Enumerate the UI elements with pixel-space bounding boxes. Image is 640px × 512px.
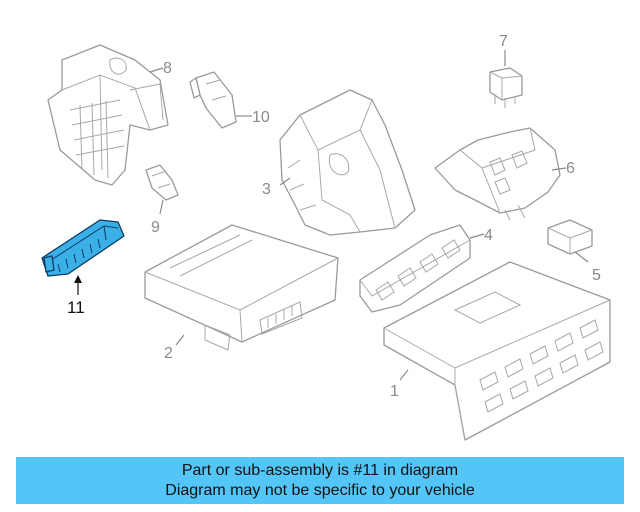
callout-9: 9 [151, 219, 160, 236]
callout-10: 10 [252, 109, 270, 126]
callout-2: 2 [164, 345, 173, 362]
callout-7: 7 [499, 33, 508, 50]
callout-8: 8 [163, 60, 172, 77]
part-11-fuse-cover-highlighted[interactable] [41, 219, 125, 277]
part-6-relay-holder[interactable] [434, 127, 561, 221]
banner-line-2: Diagram may not be specific to your vehi… [165, 482, 475, 499]
callout-1: 1 [390, 383, 399, 400]
part-3-bracket[interactable] [279, 89, 416, 236]
callout-4: 4 [484, 227, 493, 244]
part-1-main-fuse-box[interactable] [383, 261, 611, 441]
callout-5: 5 [592, 267, 601, 284]
leader-9 [159, 199, 164, 215]
leader-11-arrowhead [74, 275, 82, 283]
leader-1 [399, 369, 409, 381]
leader-4 [469, 233, 485, 239]
callout-3: 3 [262, 181, 271, 198]
leader-6 [551, 167, 567, 171]
leader-2 [175, 334, 185, 346]
part-9-mini-fuse[interactable] [145, 164, 179, 201]
info-banner: Part or sub-assembly is #11 in diagram D… [16, 457, 624, 504]
callout-6: 6 [566, 160, 575, 177]
callout-11: 11 [67, 298, 85, 317]
part-2-control-module[interactable] [144, 224, 339, 351]
leader-8 [149, 67, 164, 73]
banner-line-1: Part or sub-assembly is #11 in diagram [181, 462, 459, 479]
parts-diagram: 8 10 9 3 7 6 [41, 33, 611, 441]
part-4-terminal-strip[interactable] [359, 224, 471, 313]
leader-3 [279, 177, 291, 186]
part-10-blade-fuse[interactable] [189, 71, 237, 129]
leader-5 [574, 251, 589, 263]
part-5-small-relay[interactable] [547, 219, 593, 255]
part-7-relay[interactable] [489, 67, 523, 108]
part-8-fuse-box-housing[interactable] [47, 44, 169, 186]
